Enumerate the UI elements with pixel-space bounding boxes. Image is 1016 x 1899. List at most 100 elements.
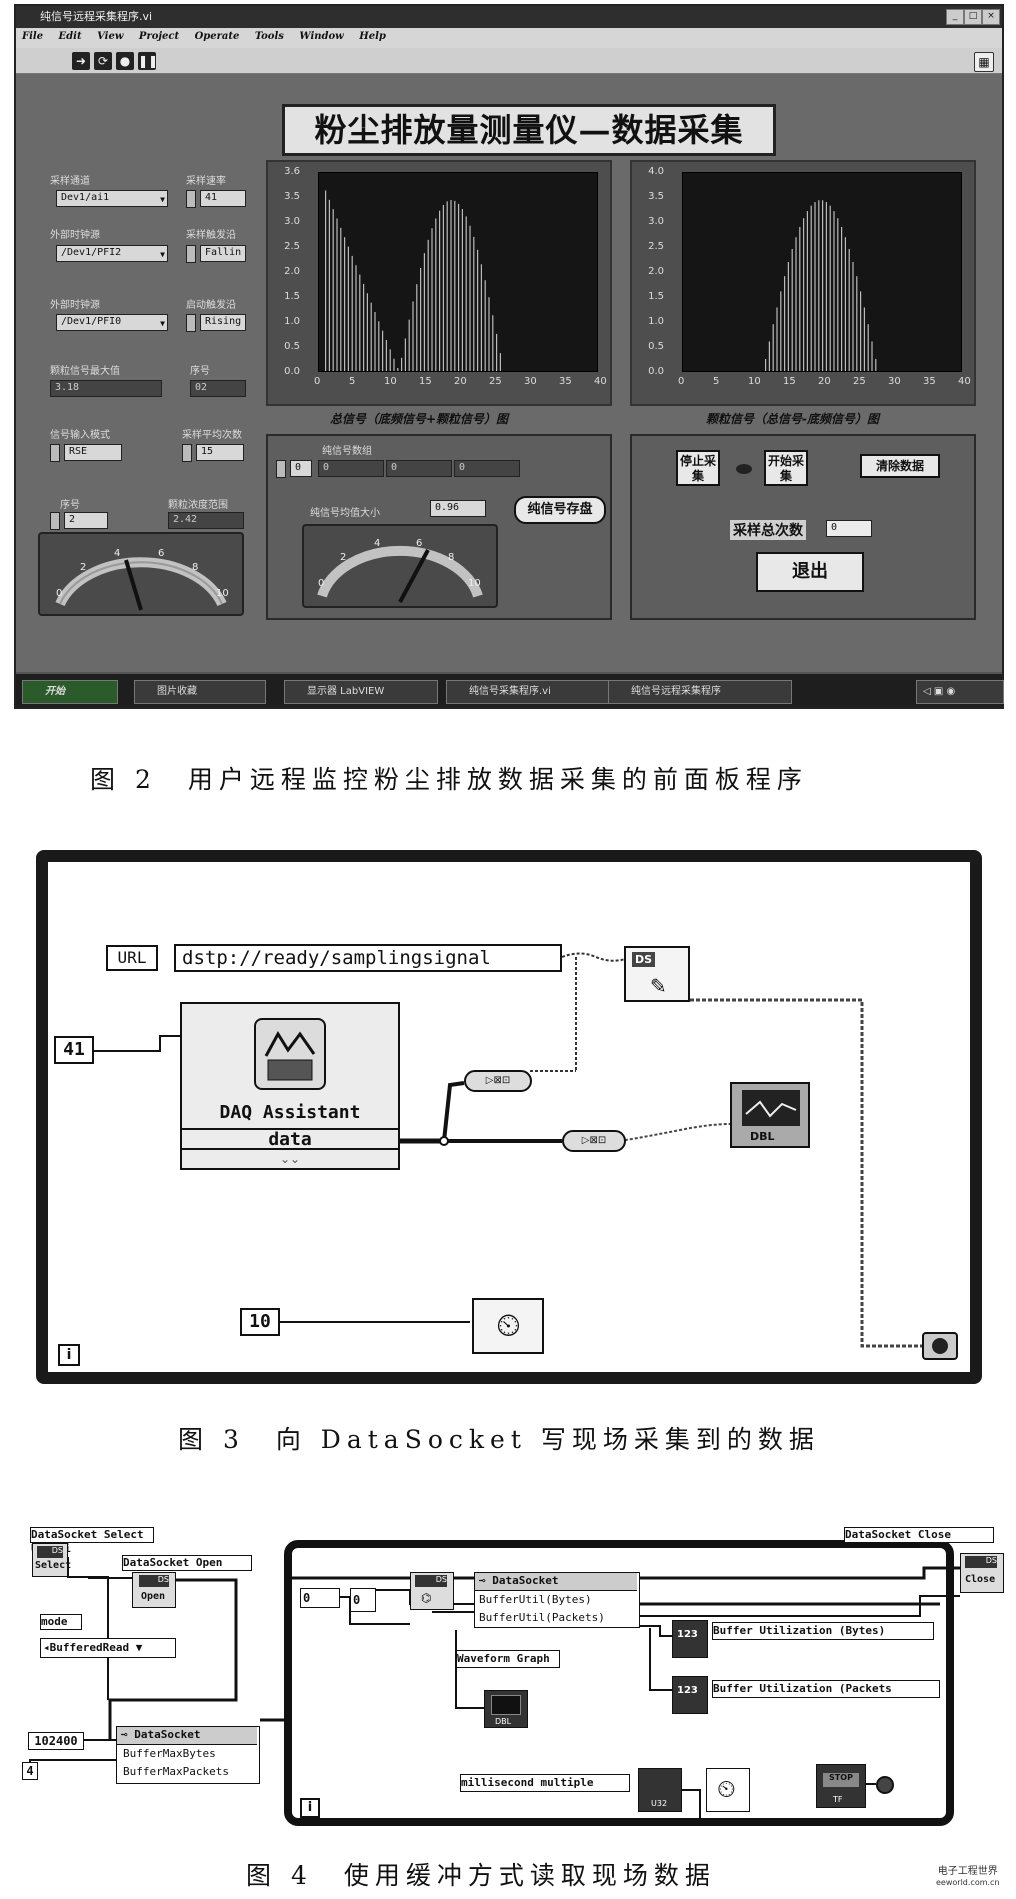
rate-stepper[interactable] xyxy=(186,190,196,208)
rate-input[interactable]: 41 xyxy=(200,190,246,207)
close-button[interactable]: × xyxy=(982,9,1000,25)
select-url-node[interactable]: Select DS xyxy=(32,1543,71,1577)
constant-0b[interactable]: 0 xyxy=(350,1588,376,1612)
axis-tick: 40 xyxy=(958,376,971,387)
graph-icon xyxy=(491,1695,521,1715)
convert-node[interactable]: ▷⊠⊡ xyxy=(562,1130,626,1152)
wait-ms-node[interactable]: ⏲ xyxy=(706,1768,750,1812)
expand-chevron-icon[interactable]: ⌄⌄ xyxy=(279,1152,301,1166)
menu-operate[interactable]: Operate xyxy=(194,31,240,42)
array-index-stepper[interactable] xyxy=(276,460,286,478)
axis-tick: 1.0 xyxy=(648,316,664,327)
datasocket-open-node[interactable]: DS Open xyxy=(132,1572,176,1608)
wait-ms-node[interactable]: ⏲ xyxy=(472,1298,544,1354)
u32-label: U32 xyxy=(651,1799,668,1808)
edge2-input[interactable]: Rising xyxy=(200,314,246,331)
axis-tick: 4.0 xyxy=(648,166,664,177)
daq-assistant-node[interactable]: DAQ Assistant data ⌄⌄ xyxy=(180,1002,400,1170)
trig1-dropdown[interactable]: /Dev1/PFI2▼ xyxy=(56,245,168,262)
clear-data-button[interactable]: 清除数据 xyxy=(860,454,940,478)
signal-bar xyxy=(848,248,850,371)
signal-bar xyxy=(340,227,342,371)
datasocket-property-node[interactable]: ⊸ DataSocket BufferMaxBytes BufferMaxPac… xyxy=(116,1726,260,1784)
gauge-tick: 0 xyxy=(56,588,63,599)
signal-bar xyxy=(355,265,357,371)
mode-stepper[interactable] xyxy=(50,444,60,462)
convert-to-variant-node[interactable]: ▷⊠⊡ xyxy=(464,1070,532,1092)
buffer-util-packets[interactable]: BufferUtil(Packets) xyxy=(479,1611,605,1624)
axis-tick: 2.5 xyxy=(284,241,300,252)
bytes-indicator-terminal[interactable]: 123 xyxy=(672,1620,708,1658)
stop-button-terminal[interactable]: STOP TF xyxy=(816,1764,866,1808)
datasocket-close-node[interactable]: DS Close xyxy=(960,1553,1004,1593)
constant-10[interactable]: 10 xyxy=(240,1308,280,1336)
signal-bar xyxy=(484,280,486,371)
menu-edit[interactable]: Edit xyxy=(58,31,82,42)
trig1-label: 外部时钟源 xyxy=(50,230,100,241)
signal-bar xyxy=(461,209,463,371)
start-button[interactable]: 开始 xyxy=(22,680,118,704)
edge1-label: 采样触发沿 xyxy=(186,230,236,241)
packets-indicator-terminal[interactable]: 123 xyxy=(672,1676,708,1714)
buffer-max-packets[interactable]: BufferMaxPackets xyxy=(123,1765,229,1778)
plot-area xyxy=(318,172,598,372)
waveform-graph-terminal[interactable]: DBL xyxy=(730,1082,810,1148)
pause-icon[interactable]: ❚❚ xyxy=(138,52,159,70)
mode-input[interactable]: RSE xyxy=(64,444,122,461)
taskbar-item-remote-vi[interactable]: 纯信号远程采集程序 xyxy=(608,680,792,704)
datasocket-read-node[interactable]: DS ⌬ xyxy=(410,1572,454,1610)
taskbar-item-sampling-vi[interactable]: 纯信号采集程序.vi xyxy=(446,680,610,704)
edge1-input[interactable]: Fallin xyxy=(200,245,246,262)
trig2-dropdown[interactable]: /Dev1/PFI0▼ xyxy=(56,314,168,331)
datasocket-write-node[interactable]: DS ✎ xyxy=(624,946,690,1002)
abort-icon[interactable]: ● xyxy=(116,52,134,70)
eeworld-watermark: 电子工程世界 eeworld.com.cn xyxy=(936,1866,1000,1888)
store-button[interactable]: 纯信号存盘 xyxy=(514,496,606,524)
avg-stepper[interactable] xyxy=(182,444,192,462)
buffer-util-bytes[interactable]: BufferUtil(Bytes) xyxy=(479,1593,592,1606)
menu-project[interactable]: Project xyxy=(138,31,180,42)
waveform-graph-terminal[interactable]: DBL xyxy=(484,1690,528,1728)
buffer-max-bytes[interactable]: BufferMaxBytes xyxy=(123,1747,216,1760)
signal-bar xyxy=(856,276,858,371)
stop-acquisition-button[interactable]: 停止采集 xyxy=(676,450,720,486)
gauge-tick: 2 xyxy=(80,562,87,573)
taskbar-item-labview[interactable]: 显示器 LabVIEW xyxy=(284,680,438,704)
menu-view[interactable]: View xyxy=(97,31,124,42)
array-index-input[interactable]: 0 xyxy=(290,460,312,477)
maximize-button[interactable]: □ xyxy=(964,9,982,25)
ds-icon: DS xyxy=(965,1556,997,1568)
datasocket-util-property-node[interactable]: ⊸ DataSocket BufferUtil(Bytes) BufferUti… xyxy=(474,1572,640,1628)
axis-tick: 10 xyxy=(384,376,397,387)
edge2-stepper[interactable] xyxy=(186,314,196,332)
signal-bar xyxy=(799,226,801,371)
menu-window[interactable]: Window xyxy=(299,31,344,42)
signal-bar xyxy=(875,358,877,371)
constant-4[interactable]: 4 xyxy=(22,1762,38,1780)
gain-input[interactable]: 2 xyxy=(64,512,108,529)
start-acquisition-button[interactable]: 开始采集 xyxy=(764,450,808,486)
daq-data-output[interactable]: data xyxy=(182,1128,398,1150)
ms-terminal[interactable]: U32 xyxy=(638,1768,682,1812)
edge1-stepper[interactable] xyxy=(186,245,196,263)
run-continuous-icon[interactable]: ⟳ xyxy=(94,52,112,70)
menu-help[interactable]: Help xyxy=(359,31,386,42)
constant-102400[interactable]: 102400 xyxy=(28,1732,84,1750)
constant-0a[interactable]: 0 xyxy=(300,1588,340,1608)
menu-file[interactable]: File xyxy=(22,31,44,42)
minimize-button[interactable]: _ xyxy=(946,9,964,25)
exit-button[interactable]: 退出 xyxy=(756,552,864,592)
channel-dropdown[interactable]: Dev1/ai1▼ xyxy=(56,190,168,207)
mode-dropdown[interactable]: ◂BufferedRead ▼ xyxy=(40,1638,176,1658)
menu-tools[interactable]: Tools xyxy=(254,31,284,42)
avg-input[interactable]: 15 xyxy=(196,444,244,461)
stop-terminal[interactable] xyxy=(922,1332,958,1360)
constant-41[interactable]: 41 xyxy=(54,1036,94,1064)
run-arrow-icon[interactable]: ➜ xyxy=(72,52,90,70)
taskbar-item-pictures[interactable]: 图片收藏 xyxy=(134,680,266,704)
ds-read-text: DataSocket xyxy=(492,1574,559,1587)
gain-stepper[interactable] xyxy=(50,512,60,530)
url-constant[interactable]: dstp://ready/samplingsignal xyxy=(174,944,562,972)
avg-label: 采样平均次数 xyxy=(182,430,242,441)
